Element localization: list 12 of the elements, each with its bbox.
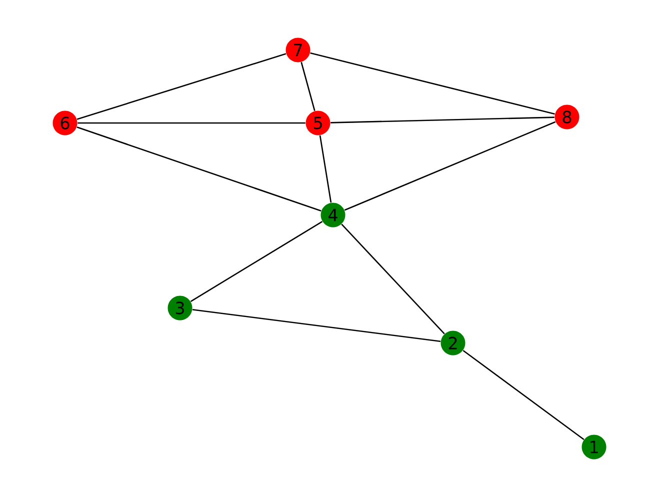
edge-line [344,121,556,211]
edge-line [310,52,555,115]
edge-line [319,135,332,203]
edge-line [190,220,323,302]
edge-line [78,122,306,124]
edge-line [462,350,584,440]
edge-line [76,53,286,120]
edge-line [192,308,441,342]
edge-line [76,126,322,212]
edge-line [300,62,316,112]
edge-line [341,224,445,334]
edge-line [330,116,554,124]
